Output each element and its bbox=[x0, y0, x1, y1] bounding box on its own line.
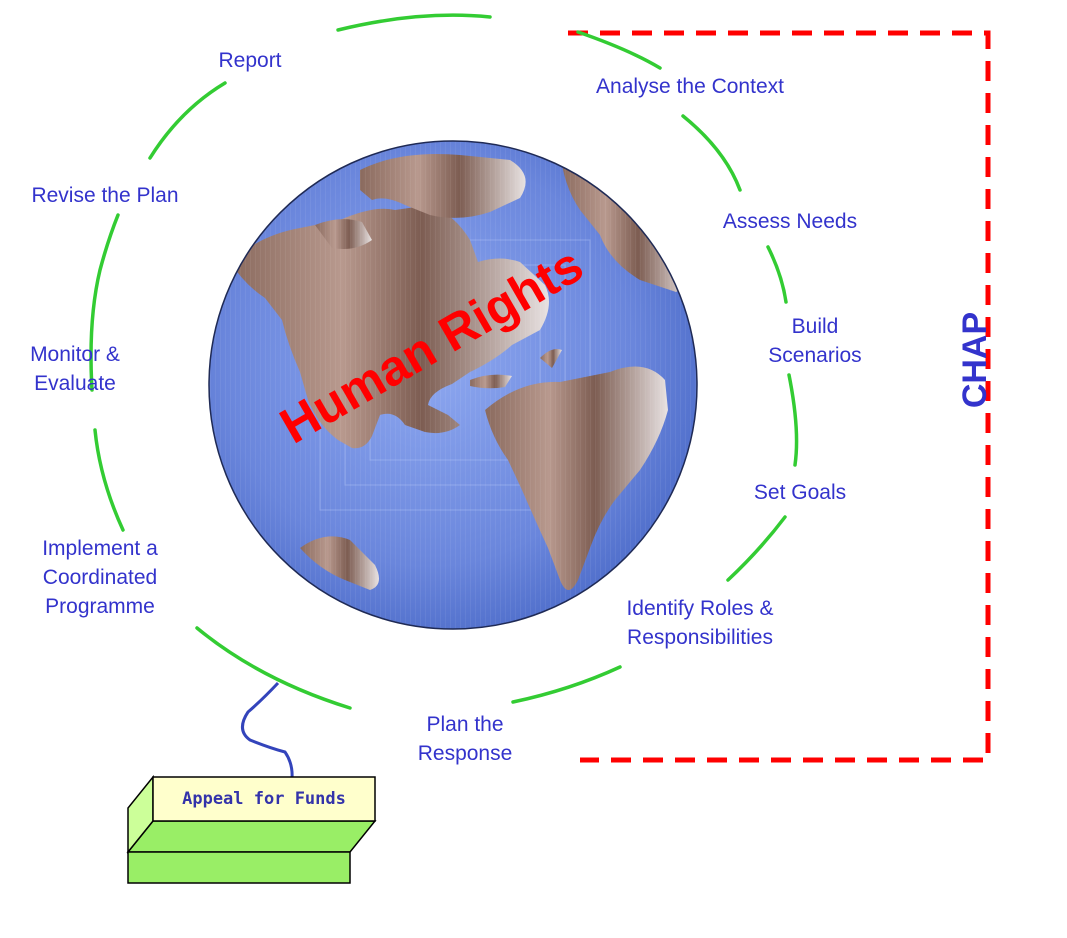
globe bbox=[208, 140, 698, 630]
step-revise-plan: Revise the Plan bbox=[31, 184, 179, 207]
chap-label: CHAP bbox=[956, 311, 994, 409]
step-plan-response: Plan the Response bbox=[417, 713, 513, 765]
step-implement-programme: Implement a Coordinated Programme bbox=[42, 537, 158, 618]
appeal-box bbox=[126, 774, 377, 884]
step-monitor-evaluate: Monitor & Evaluate bbox=[30, 343, 120, 395]
step-assess-needs: Assess Needs bbox=[722, 210, 858, 233]
step-report: Report bbox=[218, 49, 282, 72]
cycle-ring bbox=[89, 13, 799, 710]
step-build-scenarios: Build Scenarios bbox=[768, 315, 862, 367]
step-analyse-context: Analyse the Context bbox=[596, 75, 784, 98]
chap-bracket bbox=[568, 30, 991, 763]
step-identify-roles: Identify Roles & Responsibilities bbox=[626, 597, 774, 649]
appeal-for-funds-label: Appeal for Funds bbox=[182, 789, 346, 809]
step-set-goals: Set Goals bbox=[753, 481, 847, 504]
